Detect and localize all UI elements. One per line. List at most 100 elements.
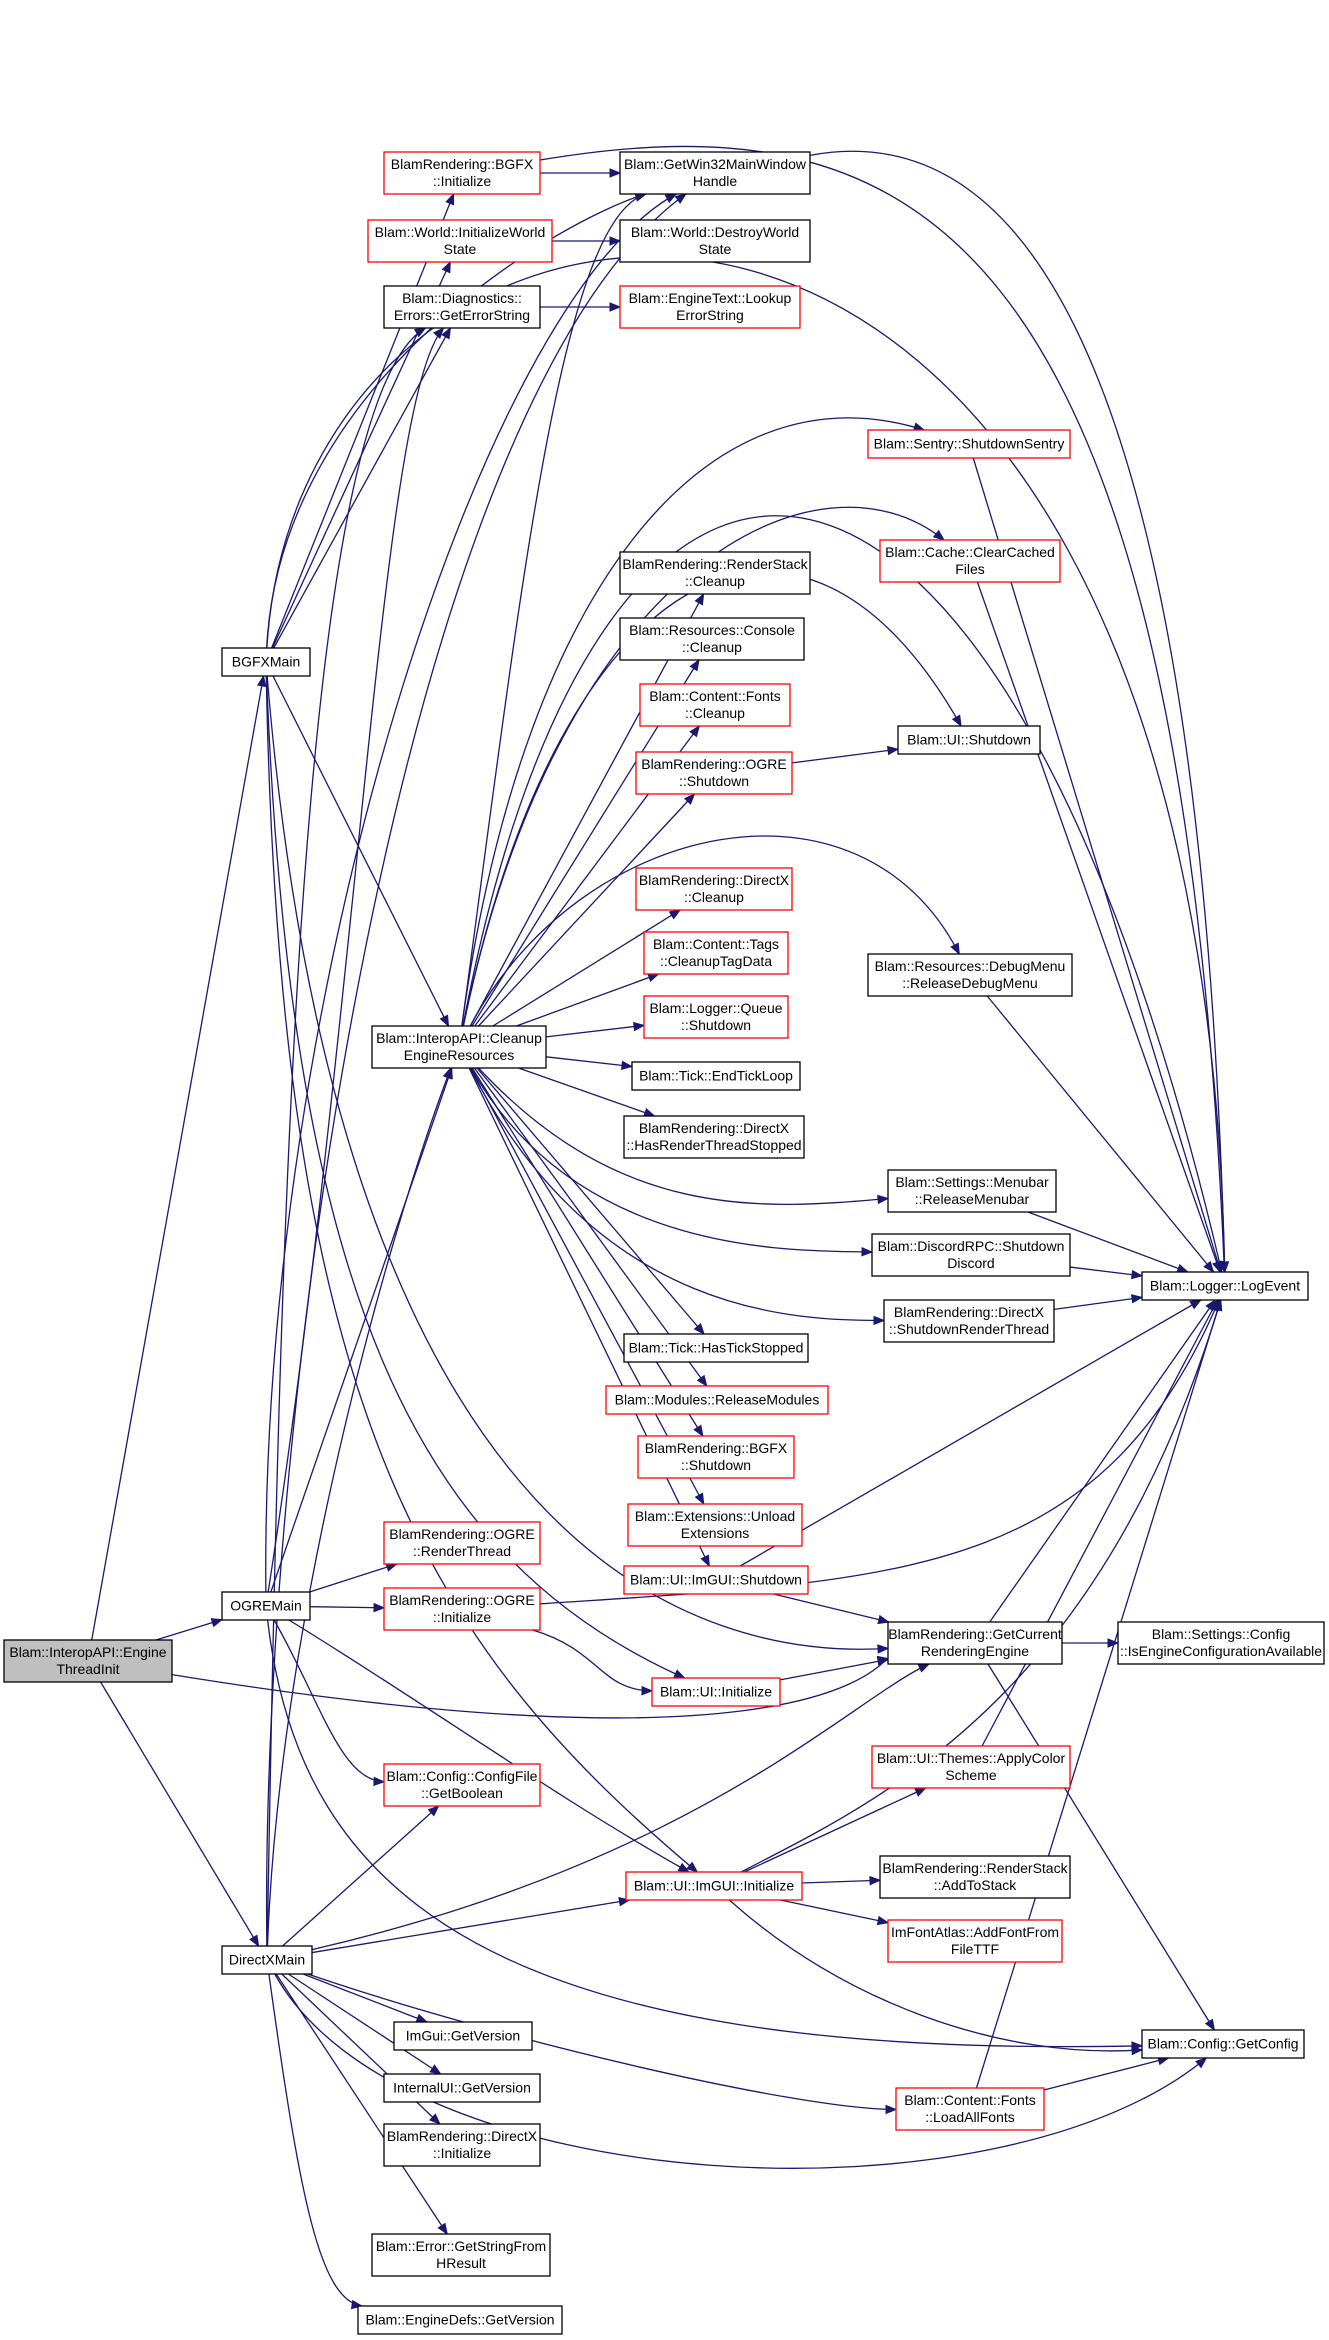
node-label: ::ReleaseDebugMenu	[902, 975, 1037, 991]
node-hasrts[interactable]: BlamRendering::DirectX::HasRenderThreadS…	[623, 1115, 805, 1159]
node-label: Blam::UI::ImGUI::Shutdown	[630, 1572, 802, 1588]
node-sentry[interactable]: Blam::Sentry::ShutdownSentry	[867, 429, 1071, 459]
node-ui_shutdown[interactable]: Blam::UI::Shutdown	[897, 725, 1041, 755]
node-loadfonts[interactable]: Blam::Content::Fonts::LoadAllFonts	[895, 2087, 1045, 2131]
node-getbool[interactable]: Blam::Config::ConfigFile::GetBoolean	[383, 1763, 541, 1807]
node-isengconf[interactable]: Blam::Settings::Config::IsEngineConfigur…	[1117, 1621, 1325, 1665]
node-logqueue[interactable]: Blam::Logger::Queue::Shutdown	[643, 995, 789, 1039]
node-label: BGFXMain	[232, 654, 300, 670]
node-box	[367, 219, 553, 263]
node-menubar[interactable]: Blam::Settings::Menubar::ReleaseMenubar	[887, 1169, 1057, 1213]
node-box	[605, 1385, 829, 1415]
arrowhead-dxmain-to-cleanup	[442, 1066, 452, 1080]
arrowhead-imgui_init-to-addtostack	[869, 1875, 882, 1886]
edge-themes-to-logevent	[981, 1299, 1219, 1747]
node-dx_cleanup[interactable]: BlamRendering::DirectX::Cleanup	[635, 867, 793, 911]
node-imgui_init[interactable]: Blam::UI::ImGUI::Initialize	[625, 1871, 803, 1901]
node-label: Blam::Logger::LogEvent	[1150, 1278, 1300, 1294]
edge-bgfxmain-to-geterrstr	[273, 327, 451, 649]
node-label: BlamRendering::OGRE	[389, 1592, 535, 1608]
node-dxmain[interactable]: DirectXMain	[221, 1945, 313, 1975]
node-ogre_rt[interactable]: BlamRendering::OGRE::RenderThread	[383, 1521, 541, 1565]
node-label: State	[444, 241, 477, 257]
node-box	[637, 1435, 795, 1479]
node-debugmenu[interactable]: Blam::Resources::DebugMenu::ReleaseDebug…	[867, 953, 1073, 997]
node-imgui_shutdown[interactable]: Blam::UI::ImGUI::Shutdown	[623, 1565, 809, 1595]
node-label: Blam::Tick::EndTickLoop	[639, 1068, 793, 1084]
node-box	[1141, 1271, 1309, 1301]
node-label: Blam::Modules::ReleaseModules	[615, 1392, 820, 1408]
node-box	[897, 725, 1041, 755]
node-dx_init[interactable]: BlamRendering::DirectX::Initialize	[383, 2123, 541, 2167]
node-geterrstr[interactable]: Blam::Diagnostics::Errors::GetErrorStrin…	[383, 285, 541, 329]
node-hastick[interactable]: Blam::Tick::HasTickStopped	[623, 1333, 809, 1363]
edge-ogre_init-to-ui_init	[532, 1629, 653, 1692]
node-bgfx_shutdown[interactable]: BlamRendering::BGFX::Shutdown	[637, 1435, 795, 1479]
arrowhead-root-to-dxmain	[249, 1934, 260, 1948]
node-tags[interactable]: Blam::Content::Tags::CleanupTagData	[643, 931, 789, 975]
node-rs_cleanup[interactable]: BlamRendering::RenderStack::Cleanup	[619, 551, 811, 595]
node-box	[619, 617, 805, 661]
node-addtostack[interactable]: BlamRendering::RenderStack::AddToStack	[879, 1855, 1071, 1899]
node-label: State	[699, 241, 732, 257]
node-box	[879, 1855, 1071, 1899]
node-box	[383, 2073, 541, 2103]
node-logevent[interactable]: Blam::Logger::LogEvent	[1141, 1271, 1309, 1301]
node-label: BlamRendering::DirectX	[639, 872, 790, 888]
arrowhead-imgui_init-to-getconfig	[1131, 2045, 1144, 2056]
node-fonts_cleanup[interactable]: Blam::Content::Fonts::Cleanup	[639, 683, 791, 727]
arrowhead-oglemain-to-geterrstr	[432, 326, 445, 340]
node-ogre_init[interactable]: BlamRendering::OGRE::Initialize	[383, 1587, 541, 1631]
node-shutdownrt[interactable]: BlamRendering::DirectX::ShutdownRenderTh…	[883, 1299, 1055, 1343]
node-box	[619, 285, 801, 329]
node-modules[interactable]: Blam::Modules::ReleaseModules	[605, 1385, 829, 1415]
edge-bgfxmain-to-cleanup	[272, 675, 450, 1027]
node-console[interactable]: Blam::Resources::Console::Cleanup	[619, 617, 805, 661]
node-label: ::Shutdown	[681, 1017, 751, 1033]
node-box	[883, 1299, 1055, 1343]
node-bgfx_init[interactable]: BlamRendering::BGFX::Initialize	[383, 151, 541, 195]
edge-loadfonts-to-logevent	[975, 1299, 1222, 2089]
node-internal_ver[interactable]: InternalUI::GetVersion	[383, 2073, 541, 2103]
node-imgui_ver[interactable]: ImGui::GetVersion	[393, 2021, 533, 2051]
node-label: ::Cleanup	[682, 639, 742, 655]
edge-getcur-to-getconfig	[987, 1663, 1215, 2031]
node-bgfxmain[interactable]: BGFXMain	[221, 647, 311, 677]
node-ogre_shutdown[interactable]: BlamRendering::OGRE::Shutdown	[635, 751, 793, 795]
arrowhead-cleanup-to-hasrts	[643, 1108, 656, 1117]
node-label: ::Cleanup	[685, 705, 745, 721]
node-engdefs[interactable]: Blam::EngineDefs::GetVersion	[357, 2305, 563, 2335]
edge-dxmain-to-getconfig	[274, 1973, 1207, 2169]
arrowhead-cleanup-to-dx_cleanup	[668, 909, 682, 920]
node-getconfig[interactable]: Blam::Config::GetConfig	[1141, 2029, 1305, 2059]
node-box	[619, 551, 811, 595]
arrowhead-dxmain-to-getconfig	[1195, 2057, 1208, 2069]
edge-dxmain-to-getbool	[282, 1805, 440, 1947]
edge-cleanup-to-hastick	[476, 1067, 705, 1335]
node-label: ::Shutdown	[681, 1457, 751, 1473]
node-endtick[interactable]: Blam::Tick::EndTickLoop	[631, 1061, 801, 1091]
node-label: ImFontAtlas::AddFontFrom	[891, 1924, 1059, 1940]
node-label: FileTTF	[951, 1941, 999, 1957]
node-oglemain[interactable]: OGREMain	[221, 1591, 311, 1621]
node-label: Blam::Content::Tags	[653, 936, 779, 952]
edge-bgfxmain-to-logevent	[266, 256, 1226, 1273]
arrowhead-cleanup-to-tags	[647, 973, 660, 983]
arrowhead-imgui_init-to-addfont	[876, 1915, 890, 1926]
edge-cleanup-to-endtick	[545, 1056, 633, 1068]
node-box	[871, 1745, 1071, 1789]
node-ui_init[interactable]: Blam::UI::Initialize	[651, 1677, 781, 1707]
node-box	[623, 1333, 809, 1363]
